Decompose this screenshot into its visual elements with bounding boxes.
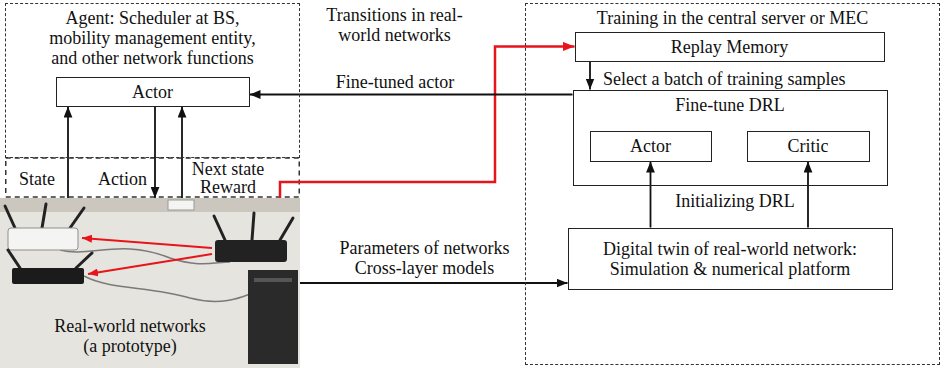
flow-arrow bbox=[589, 62, 591, 90]
agent-frame: Agent: Scheduler at BS, mobility managem… bbox=[5, 3, 300, 158]
router-black bbox=[12, 268, 84, 284]
signal-label: Next state Reward bbox=[188, 160, 268, 196]
flow-label: Select a batch of training samples bbox=[603, 69, 903, 89]
box-label: Digital twin of real-world network: Simu… bbox=[577, 239, 884, 279]
process-box: Digital twin of real-world network: Simu… bbox=[568, 228, 893, 290]
tower-slot bbox=[254, 278, 292, 282]
antenna bbox=[252, 213, 254, 240]
flow-arrow bbox=[807, 162, 809, 228]
training-frame: Training in the central server or MEC Rep… bbox=[525, 3, 940, 365]
cable bbox=[60, 249, 230, 264]
flow-label: Transitions in real-world networks bbox=[317, 5, 472, 45]
signal-label: State bbox=[14, 169, 60, 189]
process-box: Replay Memory bbox=[575, 32, 885, 62]
group-title: Fine-tune DRL bbox=[583, 91, 878, 115]
antenna bbox=[8, 250, 20, 268]
box-label: Actor bbox=[132, 82, 173, 102]
antenna bbox=[214, 216, 225, 240]
flow-arrow bbox=[67, 107, 69, 199]
antenna bbox=[70, 208, 84, 228]
link-arrow bbox=[82, 238, 212, 248]
flow-label: Fine-tuned actor bbox=[315, 72, 475, 92]
signal-label: Action bbox=[95, 169, 150, 189]
group-title: Training in the central server or MEC bbox=[535, 4, 930, 28]
cable bbox=[84, 276, 250, 301]
process-box: Critic bbox=[747, 131, 870, 162]
antenna bbox=[42, 204, 46, 228]
group-box: Fine-tune DRL Actor Critic bbox=[573, 90, 888, 186]
flow-arrow bbox=[154, 107, 156, 199]
process-box: Actor bbox=[56, 77, 250, 107]
computer-tower bbox=[248, 270, 298, 364]
flow-label: Parameters of networks Cross-layer model… bbox=[332, 238, 517, 278]
box-label: Replay Memory bbox=[671, 37, 788, 57]
flow-label: Initializing DRL bbox=[660, 191, 810, 211]
photo-caption: Real-world networks (a prototype) bbox=[50, 316, 210, 356]
interface-strip bbox=[6, 158, 300, 197]
flow-arrow bbox=[181, 107, 183, 199]
flow-arrow bbox=[300, 282, 568, 284]
photo-panel: Real-world networks (a prototype) bbox=[0, 198, 300, 368]
antenna bbox=[5, 206, 15, 228]
box-label: Actor bbox=[630, 136, 671, 156]
access-point bbox=[215, 240, 287, 262]
link-arrow bbox=[88, 254, 212, 274]
table-surface bbox=[0, 198, 300, 368]
box-label: Critic bbox=[788, 136, 829, 156]
antenna bbox=[76, 253, 92, 268]
router-white bbox=[8, 228, 78, 250]
antenna bbox=[280, 218, 293, 240]
transition-arrow bbox=[280, 47, 575, 199]
flow-arrow bbox=[650, 162, 652, 228]
wall-outlet bbox=[168, 200, 194, 210]
group-title: Agent: Scheduler at BS, mobility managem… bbox=[40, 4, 265, 68]
process-box: Actor bbox=[590, 131, 712, 162]
